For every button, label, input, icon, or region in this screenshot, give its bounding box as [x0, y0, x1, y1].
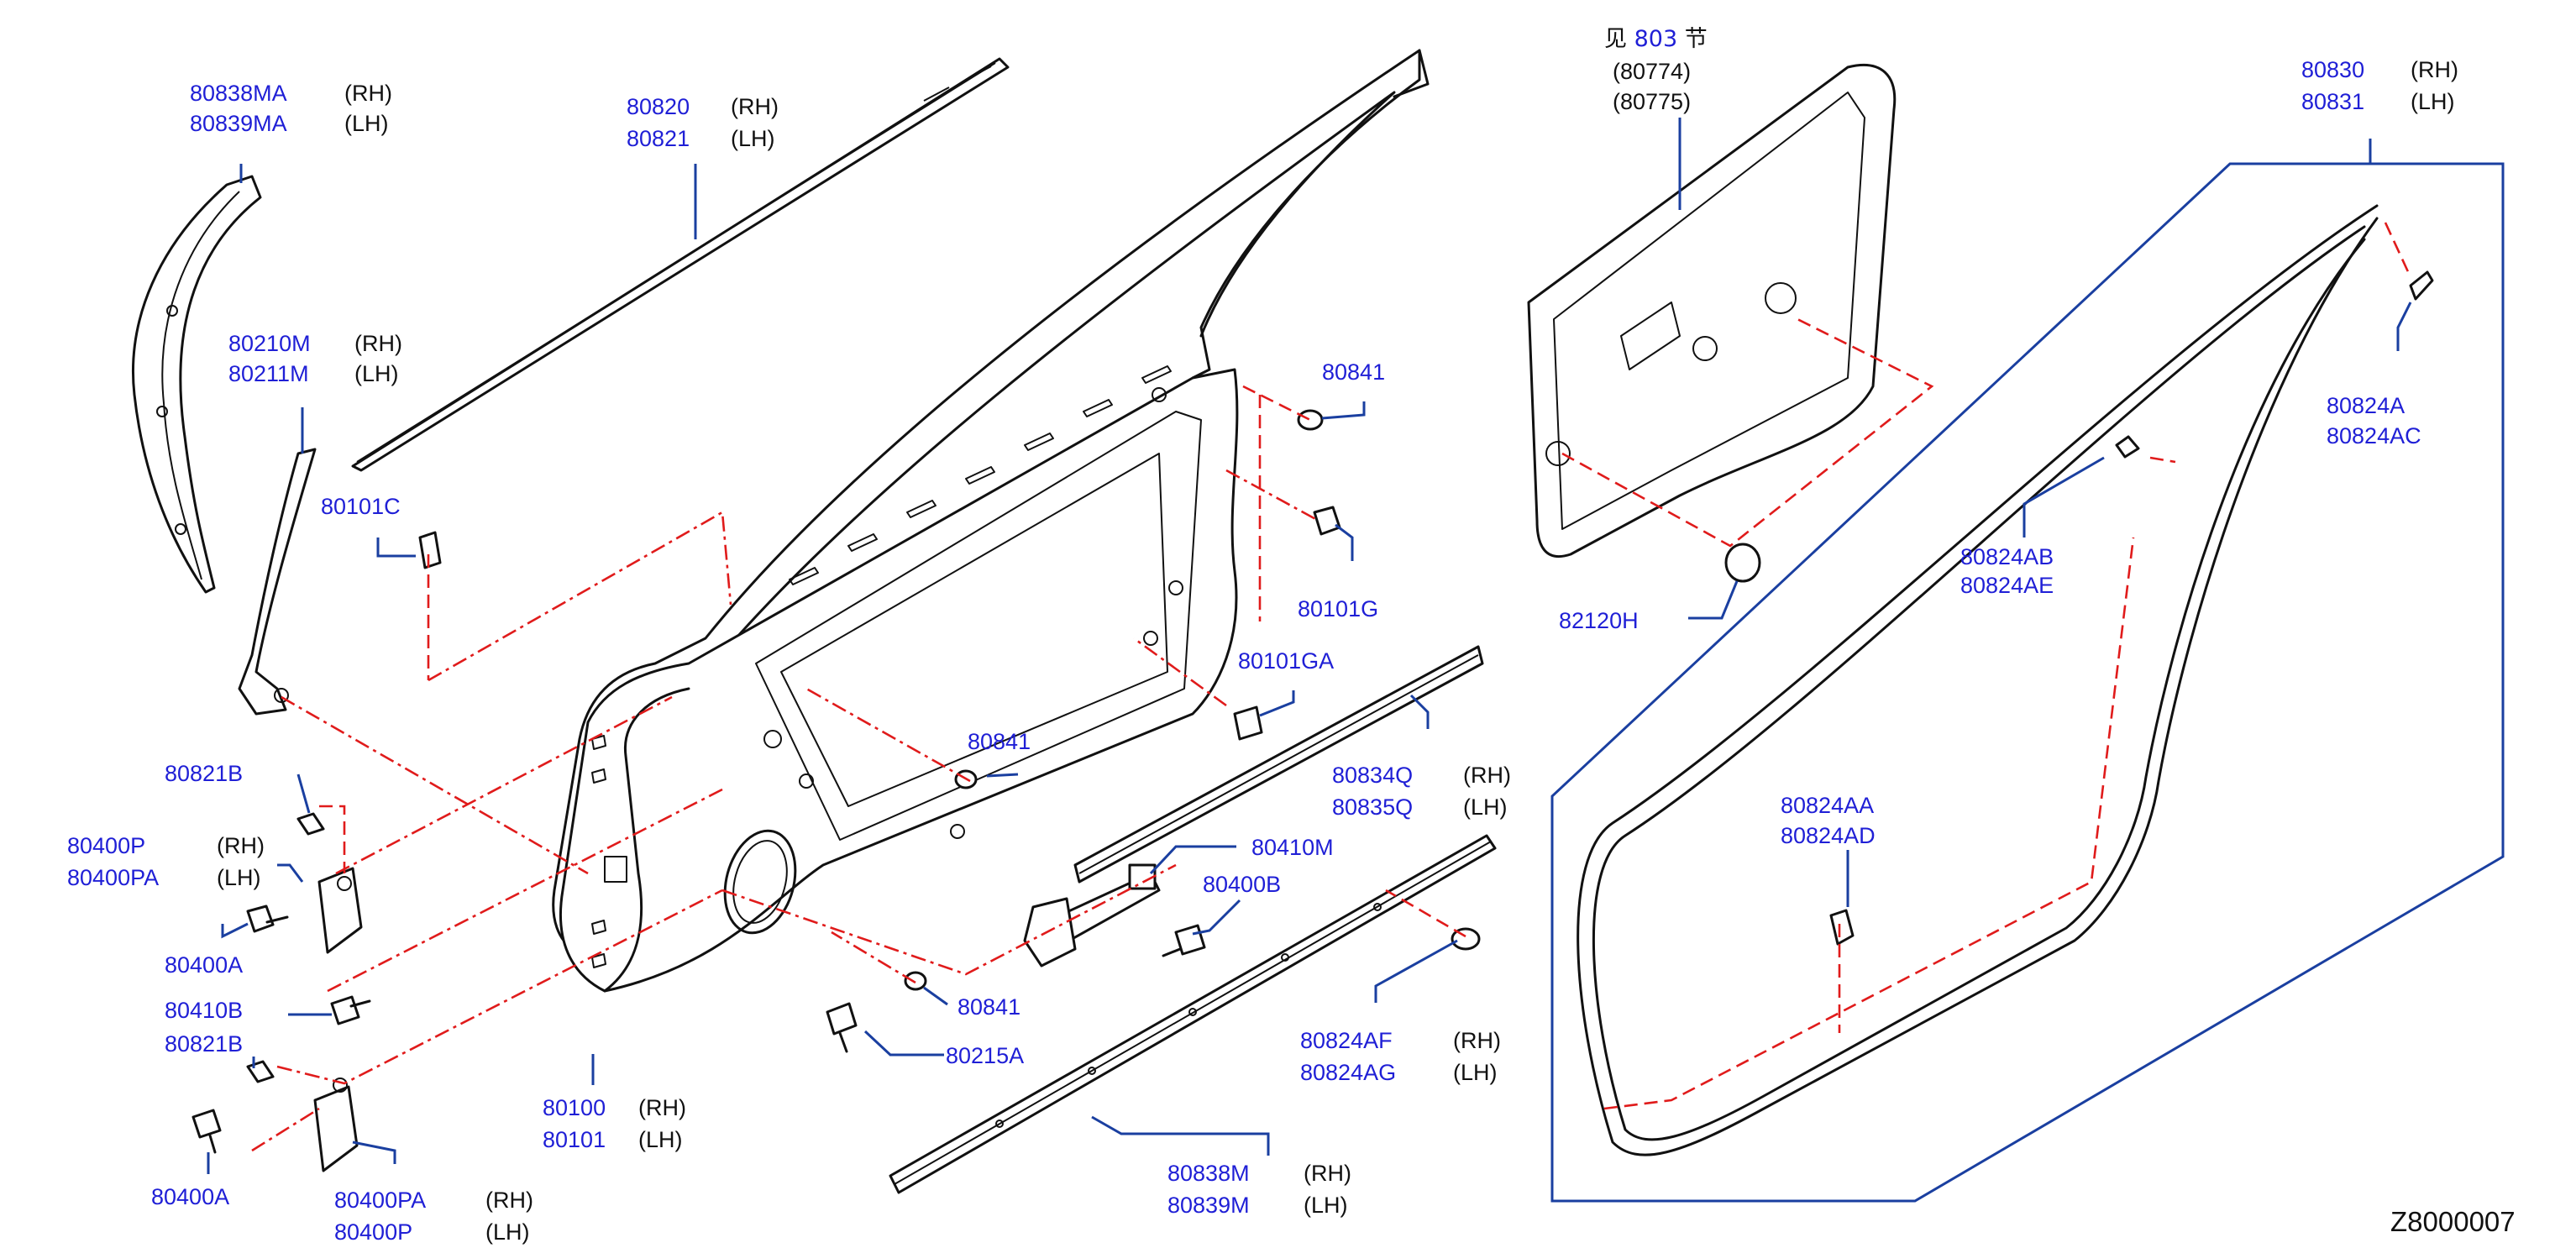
callout-door-panel-lh[interactable]: 80101 [543, 1127, 606, 1152]
callout-hinge-upper-lh[interactable]: 80400PA [67, 865, 160, 890]
section-ref-number[interactable]: 803 [1634, 26, 1678, 52]
side-lh: (LH) [2411, 89, 2455, 114]
callout-nut-lower[interactable]: 80821B [165, 1031, 244, 1057]
side-lh: (LH) [485, 1219, 530, 1245]
callout-inner-belt-seal-rh[interactable]: 80834Q [1332, 763, 1414, 788]
callout-nut-upper[interactable]: 80821B [165, 761, 244, 786]
callout-grommet-mid[interactable]: 80841 [968, 729, 1031, 754]
weatherstrip-drawing [1577, 204, 2434, 1156]
side-lh: (LH) [638, 1127, 683, 1152]
inner-belt-seal-drawing [1073, 645, 1484, 884]
upper-seal-drawing [351, 57, 1010, 472]
diagram-id: Z8000007 [2390, 1206, 2516, 1237]
side-lh: (LH) [354, 361, 399, 386]
outer-sash-moulding-drawing [132, 175, 262, 594]
callout-upper-seal-lh[interactable]: 80821 [627, 126, 690, 151]
section-ref-code-1: (80774) [1613, 59, 1692, 84]
side-lh: (LH) [1453, 1060, 1498, 1085]
callout-clip-upper[interactable]: 80101C [321, 494, 401, 519]
callout-bumper-grommet-a[interactable]: 80841 [1322, 359, 1386, 385]
side-rh: (RH) [1304, 1161, 1351, 1186]
callout-check-link[interactable]: 80410M [1251, 835, 1334, 860]
door-trim-drawing [1527, 63, 1897, 558]
callout-door-panel-rh[interactable]: 80100 [543, 1095, 606, 1120]
callout-bumper-cushion-g[interactable]: 80101G [1298, 596, 1379, 621]
callout-bumper-cushion-ga[interactable]: 80101GA [1238, 648, 1335, 674]
callout-clip-80824aa-1[interactable]: 80824AA [1781, 793, 1875, 818]
side-rh: (RH) [1453, 1028, 1501, 1053]
callout-grommet-low[interactable]: 80841 [957, 994, 1021, 1020]
door-panel-drawing [552, 49, 1430, 993]
callout-clip-80824a-1[interactable]: 80824A [2327, 393, 2405, 418]
callout-sash-garnish-lh[interactable]: 80211M [228, 361, 309, 386]
callout-bolt-lower-hinge[interactable]: 80400A [151, 1184, 230, 1209]
assembly-guide-lines [251, 222, 2412, 1152]
callout-clip-sill-af-rh[interactable]: 80824AF [1300, 1028, 1393, 1053]
callout-leader-lines [207, 118, 2505, 1203]
callout-clip-80824aa-2[interactable]: 80824AD [1781, 823, 1876, 848]
callout-inner-belt-seal-lh[interactable]: 80835Q [1332, 794, 1414, 820]
section-ref-suffix: 节 [1684, 26, 1708, 52]
callout-sash-garnish-rh[interactable]: 80210M [228, 331, 311, 356]
callout-outer-sash-moulding-rh[interactable]: 80838MA [190, 81, 287, 106]
side-rh: (RH) [2411, 57, 2458, 82]
plug-hole-drawing [1724, 543, 1761, 583]
callout-clip-80824ab-1[interactable]: 80824AB [1960, 544, 2054, 569]
small-parts-drawing [191, 409, 1481, 1172]
callout-lower-moulding-rh[interactable]: 80838M [1167, 1161, 1250, 1186]
callout-clip-80824ab-2[interactable]: 80824AE [1960, 573, 2054, 598]
callout-clip-80824a-2[interactable]: 80824AC [2327, 423, 2421, 448]
side-rh: (RH) [217, 833, 265, 858]
callout-outer-sash-moulding-lh[interactable]: 80839MA [190, 111, 287, 136]
section-ref: 见 803 节 [1604, 24, 1708, 55]
callout-plug-hole[interactable]: 82120H [1559, 608, 1639, 633]
section-ref-prefix: 见 [1604, 26, 1627, 52]
lower-moulding-drawing [889, 834, 1497, 1194]
side-rh: (RH) [354, 331, 402, 356]
callout-hinge-upper-rh[interactable]: 80400P [67, 833, 146, 858]
side-lh: (LH) [731, 126, 775, 151]
callout-lower-moulding-lh[interactable]: 80839M [1167, 1193, 1250, 1218]
side-lh: (LH) [1463, 794, 1508, 820]
side-lh: (LH) [1304, 1193, 1348, 1218]
callout-upper-seal-rh[interactable]: 80820 [627, 94, 690, 119]
callout-bolt-80410b[interactable]: 80410B [165, 998, 244, 1023]
callout-weatherstrip-rh[interactable]: 80830 [2301, 57, 2365, 82]
callout-clip-sill-af-lh[interactable]: 80824AG [1300, 1060, 1397, 1085]
callout-bolt-upper-hinge[interactable]: 80400A [165, 952, 244, 978]
check-link-drawing [1023, 863, 1161, 967]
sash-garnish-drawing [238, 448, 317, 716]
callout-bolt-80215a[interactable]: 80215A [946, 1043, 1025, 1068]
side-lh: (LH) [344, 111, 389, 136]
callout-hinge-lower-lh[interactable]: 80400P [334, 1219, 413, 1245]
side-rh: (RH) [485, 1188, 533, 1213]
side-rh: (RH) [344, 81, 392, 106]
callout-bolt-checklink[interactable]: 80400B [1203, 872, 1282, 897]
side-rh: (RH) [1463, 763, 1511, 788]
section-ref-code-2: (80775) [1613, 89, 1692, 114]
side-rh: (RH) [731, 94, 779, 119]
callout-hinge-lower-rh[interactable]: 80400PA [334, 1188, 427, 1213]
side-lh: (LH) [217, 865, 261, 890]
callout-weatherstrip-lh[interactable]: 80831 [2301, 89, 2365, 114]
side-rh: (RH) [638, 1095, 686, 1120]
